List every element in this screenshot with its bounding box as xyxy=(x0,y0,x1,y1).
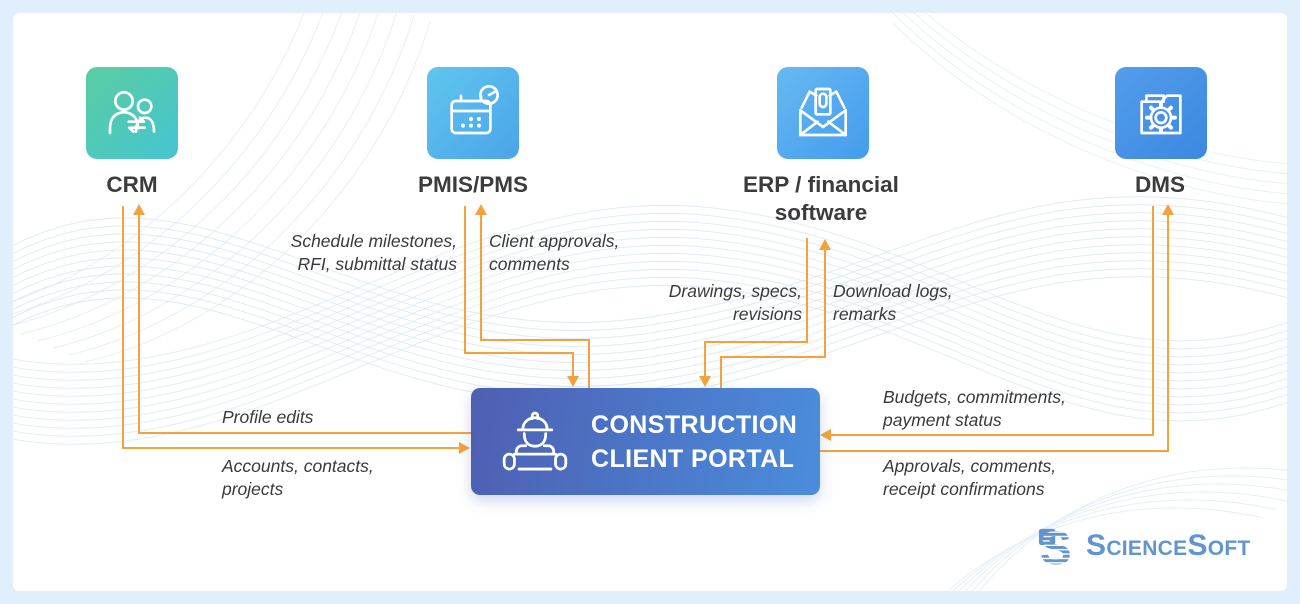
construction-client-portal-node: CONSTRUCTION CLIENT PORTAL xyxy=(471,388,820,495)
flow-label-line: comments xyxy=(489,253,570,274)
logo-part: S xyxy=(1086,529,1107,562)
line-segment xyxy=(704,341,706,378)
flow-label-line: Drawings, specs, xyxy=(668,281,802,301)
flow-label-line: revisions xyxy=(732,303,802,324)
arrowhead-up xyxy=(819,239,831,250)
flow-label-line: Accounts, contacts, xyxy=(222,456,374,476)
line-segment xyxy=(464,352,574,354)
people-exchange-icon xyxy=(108,91,156,135)
arrowhead-up xyxy=(133,204,145,215)
line-segment xyxy=(806,238,808,343)
line-segment xyxy=(831,434,1154,436)
line-segment xyxy=(572,352,574,378)
sciencesoft-logo-mark: S xyxy=(1038,524,1072,568)
line-segment xyxy=(480,339,590,341)
calendar-gauge-icon xyxy=(450,85,499,135)
flow-label-line: Budgets, commitments, xyxy=(883,387,1066,407)
line-segment xyxy=(704,341,808,343)
erp-label-line2: software xyxy=(774,200,868,225)
flow-label-line: Profile edits xyxy=(222,407,314,427)
arrowhead-left xyxy=(820,429,831,441)
line-segment xyxy=(480,214,482,341)
flow-label-dms-to-portal: Budgets, commitments, payment status xyxy=(883,386,1113,431)
arrowhead-up xyxy=(1162,204,1174,215)
line-segment xyxy=(720,356,722,388)
envelope-documents-icon xyxy=(799,87,847,137)
arrowhead-up xyxy=(475,204,487,215)
flow-label-line: RFI, submittal status xyxy=(297,253,458,274)
flow-label-line: payment status xyxy=(883,409,1002,430)
line-segment xyxy=(122,447,460,449)
line-segment xyxy=(820,450,1169,452)
logo-part: S xyxy=(1187,529,1208,562)
line-segment xyxy=(464,206,466,354)
erp-tile xyxy=(777,67,869,159)
dms-label-line: DMS xyxy=(1135,172,1185,197)
flow-label-portal-to-crm: Profile edits xyxy=(222,406,422,429)
dms-label: DMS xyxy=(1060,171,1260,199)
construction-worker-icon xyxy=(502,411,568,470)
crm-tile xyxy=(86,67,178,159)
erp-label: ERP / financial software xyxy=(721,171,921,227)
flow-label-line: Approvals, comments, xyxy=(883,456,1057,476)
flow-label-pmis-to-portal: Schedule milestones, RFI, submittal stat… xyxy=(247,230,457,275)
line-segment xyxy=(824,249,826,358)
flow-label-erp-to-portal: Drawings, specs, revisions xyxy=(630,280,802,325)
folder-gear-icon xyxy=(1140,94,1182,135)
arrowhead-right xyxy=(459,442,470,454)
pmis-tile xyxy=(427,67,519,159)
logo-part: OFT xyxy=(1207,537,1251,560)
sciencesoft-logo-text: SCIENCESOFT xyxy=(1086,529,1251,563)
crm-label: CRM xyxy=(32,171,232,199)
portal-title-line1: CONSTRUCTION xyxy=(591,410,798,439)
svg-text:S: S xyxy=(1040,524,1072,568)
erp-label-line1: ERP / financial xyxy=(743,172,899,197)
line-segment xyxy=(122,206,124,447)
line-segment xyxy=(1152,206,1154,436)
portal-title-line2: CLIENT PORTAL xyxy=(591,444,795,473)
flow-label-portal-to-erp: Download logs, remarks xyxy=(833,280,1013,325)
pmis-label-line: PMIS/PMS xyxy=(417,172,529,197)
flow-label-portal-to-pmis: Client approvals, comments xyxy=(489,230,689,275)
arrowhead-down xyxy=(567,376,579,387)
line-segment xyxy=(138,214,140,434)
portal-title: CONSTRUCTION CLIENT PORTAL xyxy=(591,408,797,476)
arrowhead-down xyxy=(699,376,711,387)
flow-label-crm-to-portal: Accounts, contacts, projects xyxy=(222,455,442,500)
flow-label-line: Download logs, xyxy=(833,281,953,301)
line-segment xyxy=(1167,214,1169,452)
flow-label-line: Schedule milestones, xyxy=(290,231,457,251)
crm-label-line: CRM xyxy=(106,172,158,197)
dms-tile xyxy=(1115,67,1207,159)
flow-label-line: remarks xyxy=(833,303,897,324)
flow-label-portal-to-dms: Approvals, comments, receipt confirmatio… xyxy=(883,455,1123,500)
line-segment xyxy=(138,432,471,434)
flow-label-line: Client approvals, xyxy=(489,231,620,251)
sciencesoft-logo: S SCIENCESOFT xyxy=(1038,524,1251,568)
flow-label-line: projects xyxy=(222,478,284,499)
flow-label-line: receipt confirmations xyxy=(883,478,1045,499)
logo-part: CIENCE xyxy=(1106,537,1188,560)
line-segment xyxy=(720,356,826,358)
line-segment xyxy=(588,339,590,388)
pmis-label: PMIS/PMS xyxy=(373,171,573,199)
